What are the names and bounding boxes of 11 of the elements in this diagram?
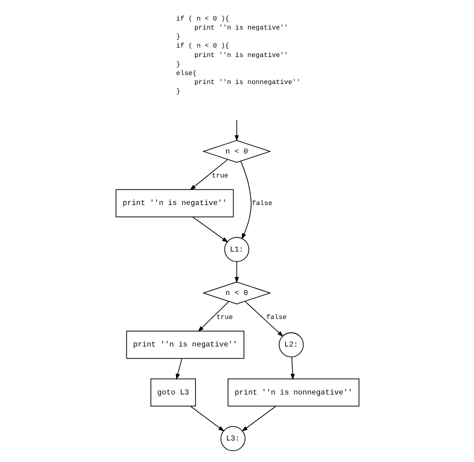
arrow (240, 160, 252, 240)
arrow (234, 120, 238, 142)
arrow (190, 406, 224, 432)
arrow (189, 159, 228, 190)
arrow (244, 300, 283, 337)
arrow (192, 216, 228, 243)
arrow (197, 300, 229, 332)
arrow (241, 406, 276, 432)
arrow (290, 356, 294, 380)
arrow (175, 358, 182, 380)
arrow (234, 261, 238, 284)
